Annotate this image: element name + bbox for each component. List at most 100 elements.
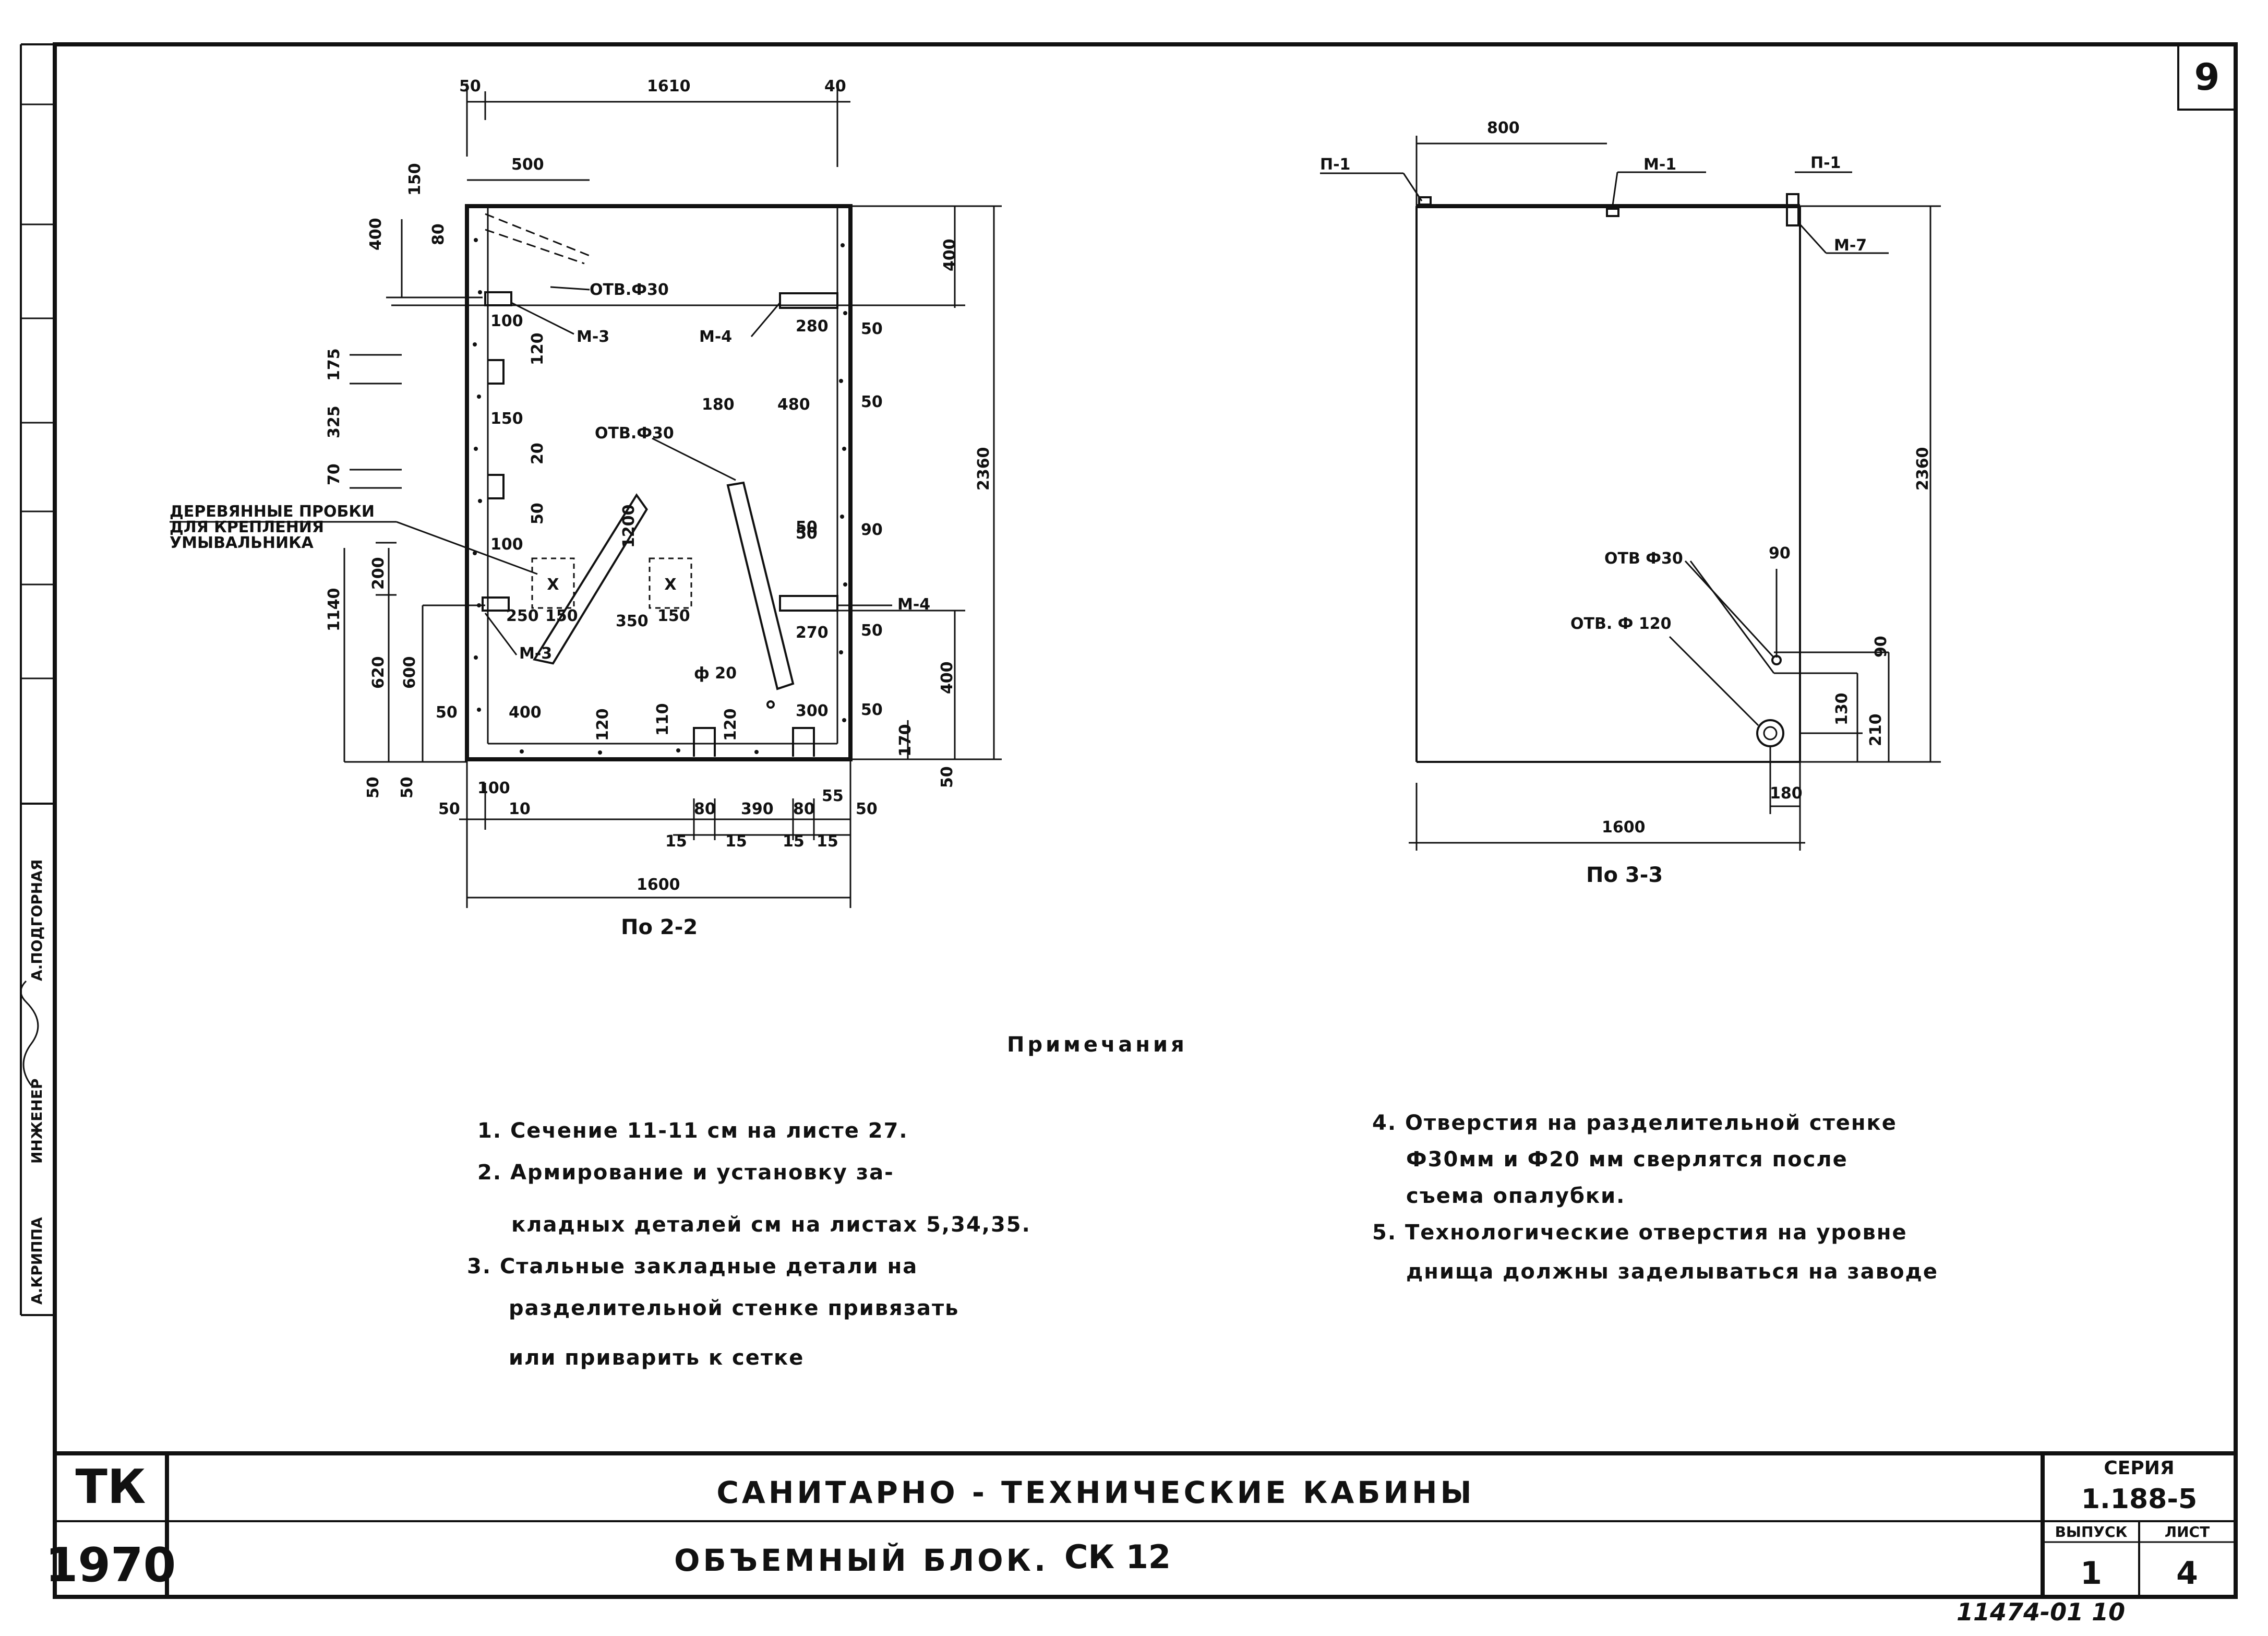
svg-text:350: 350 — [616, 612, 649, 630]
svg-text:150: 150 — [657, 607, 690, 625]
dim-210: 210 — [1867, 713, 1885, 746]
dim-left-1140: 1140 — [325, 588, 343, 632]
dim-left-175: 175 — [325, 348, 343, 381]
note-4a: 4. Отверстия на разделительной стенке — [1372, 1111, 1897, 1135]
svg-text:15: 15 — [725, 832, 747, 851]
caption-section-2-2: По 2-2 — [621, 915, 698, 939]
dim-right-50: 50 — [938, 766, 956, 788]
dim-top-50: 50 — [459, 77, 481, 95]
svg-text:390: 390 — [741, 800, 774, 818]
dim-180: 180 — [1770, 784, 1803, 803]
svg-text:480: 480 — [777, 396, 810, 414]
svg-text:15: 15 — [817, 832, 838, 851]
svg-text:400: 400 — [509, 703, 542, 722]
dim-500: 500 — [511, 156, 544, 174]
dim-left-150: 150 — [406, 163, 424, 196]
note-1: 1. Сечение 11-11 см на листе 27. — [477, 1119, 908, 1143]
label-p1-left: П-1 — [1320, 156, 1350, 174]
svg-text:50: 50 — [529, 503, 547, 524]
sheet-number-box: 9 — [2177, 43, 2237, 111]
svg-text:250: 250 — [506, 607, 539, 625]
dim-2360: 2360 — [1914, 447, 1932, 491]
embed-m3-top — [484, 291, 512, 306]
dim-left-70: 70 — [325, 463, 343, 485]
section-2-2: X X 50 1610 40 500 — [170, 77, 1002, 939]
plug-mark-1: X — [547, 576, 559, 594]
svg-text:180: 180 — [702, 396, 735, 414]
caption-section-3-3: По 3-3 — [1586, 863, 1663, 887]
label-otv30-mid: ОТВ.Ф30 — [595, 424, 674, 443]
dim-right-400: 400 — [941, 238, 959, 271]
notes-heading: Примечания — [1007, 1033, 1187, 1057]
sheet-frame — [20, 42, 2238, 1599]
dim-top-40: 40 — [824, 77, 846, 95]
note-3c: или приварить к сетке — [509, 1346, 804, 1370]
label-wood-plugs: ДЕРЕВЯННЫЕ ПРОБКИ — [170, 503, 375, 521]
svg-text:150: 150 — [490, 410, 523, 428]
dim-1600: 1600 — [1602, 818, 1646, 837]
svg-text:50: 50 — [438, 800, 460, 818]
label-otv30: ОТВ Ф30 — [1604, 550, 1683, 568]
svg-text:120: 120 — [722, 708, 740, 741]
dim-90: 90 — [1872, 636, 1890, 658]
sheet-label: ЛИСТ — [2165, 1523, 2210, 1541]
embed-m4-top — [779, 292, 838, 309]
svg-text:ф 20: ф 20 — [694, 664, 737, 683]
plug-mark-2: X — [664, 576, 676, 594]
note-5b: днища должны заделываться на заводе — [1406, 1260, 1938, 1284]
dim-left-600: 600 — [401, 656, 419, 689]
svg-text:50: 50 — [861, 701, 883, 719]
dim-right-400b: 400 — [938, 661, 956, 694]
label-washbasin: УМЫВАЛЬНИКА — [170, 534, 314, 552]
svg-text:50: 50 — [796, 524, 818, 543]
svg-text:100: 100 — [490, 535, 523, 554]
svg-text:1200: 1200 — [620, 505, 638, 548]
svg-text:110: 110 — [654, 703, 672, 736]
issue-value: 1 — [2080, 1555, 2102, 1592]
sheet-value: 4 — [2176, 1555, 2198, 1592]
signature-mark — [20, 980, 39, 1086]
wood-plug-2 — [649, 557, 692, 609]
svg-text:20: 20 — [529, 443, 547, 464]
dim-left-50a: 50 — [436, 703, 458, 722]
sheet-number: 9 — [2194, 56, 2220, 99]
dim-left-620: 620 — [369, 656, 388, 689]
svg-text:80: 80 — [793, 800, 815, 818]
svg-text:50: 50 — [796, 518, 818, 536]
hole-120 — [1756, 719, 1784, 747]
svg-text:100: 100 — [490, 312, 523, 330]
svg-text:120: 120 — [594, 708, 612, 741]
dim-130: 130 — [1833, 692, 1851, 725]
label-m4-top: М-4 — [699, 328, 732, 346]
dim-right-2360: 2360 — [975, 447, 993, 491]
label-m3-top: М-3 — [577, 328, 609, 346]
signature-stamp: А.КРИППА ИНЖЕНЕР А.ПОДГОРНАЯ — [20, 859, 45, 1305]
embed-m3-low — [482, 596, 510, 612]
svg-text:100: 100 — [477, 779, 510, 797]
drain-2 — [792, 727, 815, 757]
stamp-checker: А.ПОДГОРНАЯ — [28, 859, 45, 981]
note-4c: съема опалубки. — [1406, 1184, 1625, 1208]
dim-90-top: 90 — [1769, 544, 1791, 563]
drawing-title: САНИТАРНО - ТЕХНИЧЕСКИЕ КАБИНЫ — [716, 1475, 1474, 1510]
dim-left-80: 80 — [429, 223, 448, 245]
series-value: 1.188-5 — [2081, 1484, 2197, 1515]
svg-text:50: 50 — [861, 320, 883, 338]
org-code: ТК — [76, 1460, 146, 1514]
drawing-subtitle: ОБЪЕМНЫЙ БЛОК. — [674, 1542, 1049, 1578]
cabin-outline — [465, 204, 853, 761]
section-3-3: 800 П-1 М-1 П-1 М-7 2360 ОТВ Ф30 ОТВ. Ф … — [1320, 119, 1941, 887]
title-block: ТК 1970 САНИТАРНО - ТЕХНИЧЕСКИЕ КАБИНЫ О… — [45, 1451, 2236, 1597]
note-3b: разделительной стенке привязать — [509, 1296, 959, 1320]
label-m3-low: М-3 — [519, 644, 552, 663]
dim-800: 800 — [1487, 119, 1520, 137]
svg-text:80: 80 — [694, 800, 716, 818]
note-2a: 2. Армирование и установку за- — [477, 1161, 894, 1185]
note-2b: кладных деталей см на листах 5,34,35. — [511, 1213, 1031, 1237]
note-5a: 5. Технологические отверстия на уровне — [1372, 1221, 1907, 1245]
dim-left-50c: 50 — [398, 777, 416, 798]
svg-text:90: 90 — [861, 521, 883, 539]
block-code: СК 12 — [1064, 1538, 1171, 1576]
